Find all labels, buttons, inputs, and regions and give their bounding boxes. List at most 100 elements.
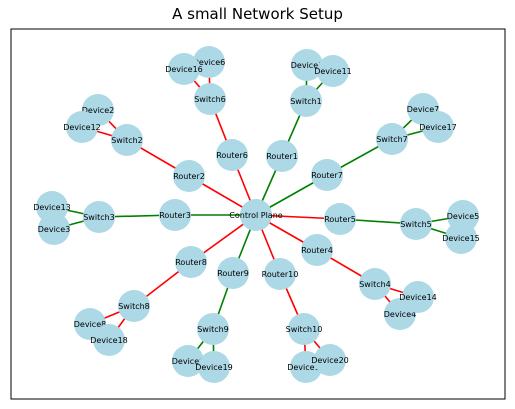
node-circle xyxy=(36,191,68,223)
node-label: Control Plane xyxy=(229,211,282,220)
node-circle xyxy=(175,246,207,278)
node-circle xyxy=(168,53,200,85)
node-label: Switch1 xyxy=(290,97,322,106)
node-circle xyxy=(264,258,296,290)
node-circle xyxy=(66,111,98,143)
nodes-layer: Control PlaneRouter1Router2Router3Router… xyxy=(33,46,480,383)
node-label: Device7 xyxy=(407,105,439,114)
node-label: Switch10 xyxy=(286,325,323,334)
node-circle xyxy=(193,46,225,78)
node-label: Router10 xyxy=(262,270,299,279)
node-controlplane: Control Plane xyxy=(229,199,283,231)
node-circle xyxy=(291,49,323,81)
node-circle xyxy=(198,351,230,383)
node-circle xyxy=(314,344,346,376)
node-circle xyxy=(402,281,434,313)
node-device6: Device6 xyxy=(193,46,225,78)
node-label: Device4 xyxy=(384,310,416,319)
node-device11: Device11 xyxy=(314,55,352,87)
node-label: Device8 xyxy=(74,320,106,329)
node-router8: Router8 xyxy=(175,246,207,278)
node-label: Router5 xyxy=(324,215,356,224)
node-label: Device1 xyxy=(291,61,323,70)
node-circle xyxy=(240,199,272,231)
node-label: Device14 xyxy=(399,293,437,302)
node-circle xyxy=(194,83,226,115)
node-circle xyxy=(173,160,205,192)
node-circle xyxy=(359,268,391,300)
diagram-title: A small Network Setup xyxy=(172,5,343,23)
node-label: Device20 xyxy=(311,356,349,365)
node-router3: Router3 xyxy=(159,199,191,231)
node-switch8: Switch8 xyxy=(118,290,150,322)
node-circle xyxy=(197,313,229,345)
node-label: Router4 xyxy=(301,246,333,255)
node-switch3: Switch3 xyxy=(83,201,115,233)
node-circle xyxy=(290,85,322,117)
node-switch2: Switch2 xyxy=(111,124,143,156)
node-device20: Device20 xyxy=(311,344,349,376)
node-circle xyxy=(301,234,333,266)
node-label: Device5 xyxy=(447,212,479,221)
node-label: Router3 xyxy=(159,211,191,220)
node-router7: Router7 xyxy=(311,159,343,191)
node-label: Switch3 xyxy=(83,213,115,222)
node-switch4: Switch4 xyxy=(359,268,391,300)
node-device15: Device15 xyxy=(442,222,480,254)
plot-frame xyxy=(10,28,506,400)
node-label: Device11 xyxy=(314,67,352,76)
node-label: Switch9 xyxy=(197,325,229,334)
node-label: Device2 xyxy=(82,106,114,115)
node-router6: Router6 xyxy=(216,139,248,171)
node-circle xyxy=(93,324,125,356)
node-switch9: Switch9 xyxy=(197,313,229,345)
node-circle xyxy=(216,139,248,171)
node-label: Router8 xyxy=(175,258,207,267)
node-circle xyxy=(445,222,477,254)
node-circle xyxy=(159,199,191,231)
node-circle xyxy=(317,55,349,87)
node-device13: Device13 xyxy=(33,191,71,223)
node-label: Device12 xyxy=(63,123,101,132)
node-switch7: Switch7 xyxy=(376,123,408,155)
node-label: Router2 xyxy=(173,172,205,181)
node-device12: Device12 xyxy=(63,111,101,143)
node-label: Device13 xyxy=(33,203,71,212)
node-circle xyxy=(422,111,454,143)
node-router1: Router1 xyxy=(266,140,298,172)
node-device18: Device18 xyxy=(90,324,128,356)
node-circle xyxy=(311,159,343,191)
node-circle xyxy=(266,140,298,172)
node-device16: Device16 xyxy=(165,53,203,85)
node-router9: Router9 xyxy=(217,257,249,289)
node-circle xyxy=(376,123,408,155)
node-device19: Device19 xyxy=(195,351,233,383)
node-label: Switch7 xyxy=(376,135,408,144)
node-circle xyxy=(172,345,204,377)
node-switch6: Switch6 xyxy=(194,83,226,115)
node-device1: Device1 xyxy=(291,49,323,81)
node-label: Router6 xyxy=(216,151,248,160)
node-label: Router1 xyxy=(266,152,298,161)
node-router10: Router10 xyxy=(262,258,299,290)
node-label: Switch8 xyxy=(118,302,150,311)
node-label: Device17 xyxy=(419,123,457,132)
node-circle xyxy=(290,351,322,383)
node-circle xyxy=(83,201,115,233)
node-device17: Device17 xyxy=(419,111,457,143)
node-label: Device16 xyxy=(165,65,203,74)
node-label: Router9 xyxy=(217,269,249,278)
node-circle xyxy=(217,257,249,289)
node-label: Device3 xyxy=(38,225,70,234)
node-label: Router7 xyxy=(311,171,343,180)
node-router2: Router2 xyxy=(173,160,205,192)
node-label: Device18 xyxy=(90,336,128,345)
node-device10: Device10 xyxy=(287,351,325,383)
node-switch10: Switch10 xyxy=(286,313,323,345)
node-label: Device10 xyxy=(287,363,325,372)
node-router4: Router4 xyxy=(301,234,333,266)
node-label: Device19 xyxy=(195,363,233,372)
node-label: Device15 xyxy=(442,234,480,243)
node-label: Device6 xyxy=(193,58,225,67)
